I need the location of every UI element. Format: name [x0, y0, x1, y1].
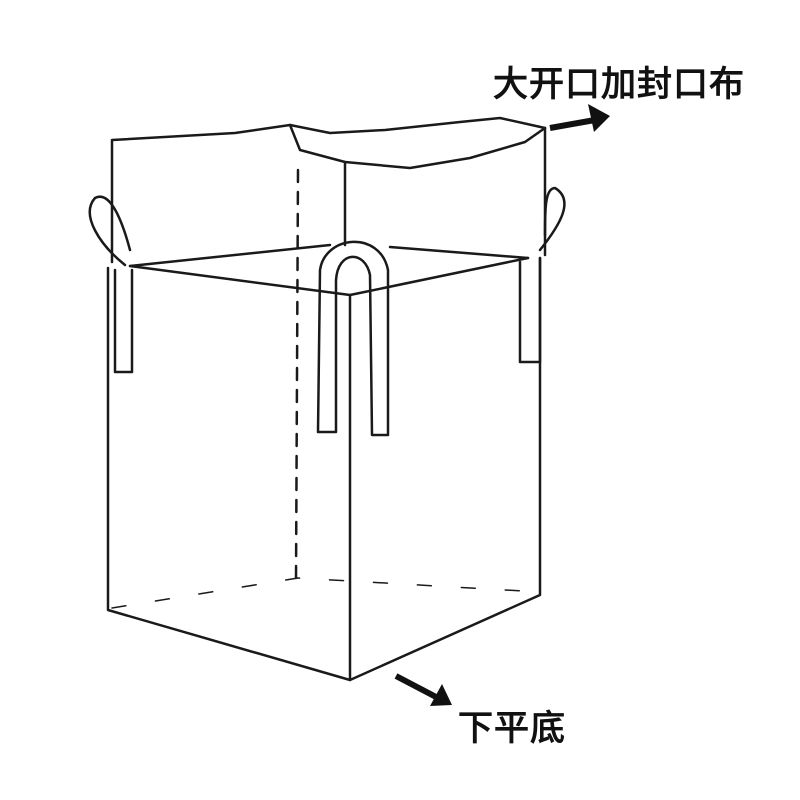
arrow-bottom [394, 673, 452, 706]
top-skirt [110, 116, 547, 264]
label-top-opening: 大开口加封口布 [493, 65, 746, 105]
right-loop [518, 186, 566, 364]
front-loop [316, 240, 390, 437]
label-flat-bottom: 下平底 [458, 709, 567, 749]
back-rim [128, 243, 530, 268]
arrow-top [549, 104, 610, 132]
bag-body [106, 256, 542, 682]
left-loop [88, 195, 134, 374]
skirt-fold-line [288, 123, 547, 170]
top-rim [128, 256, 530, 297]
bottom-seam-dashed [111, 577, 541, 609]
skirt-seam-dashed [294, 168, 300, 582]
